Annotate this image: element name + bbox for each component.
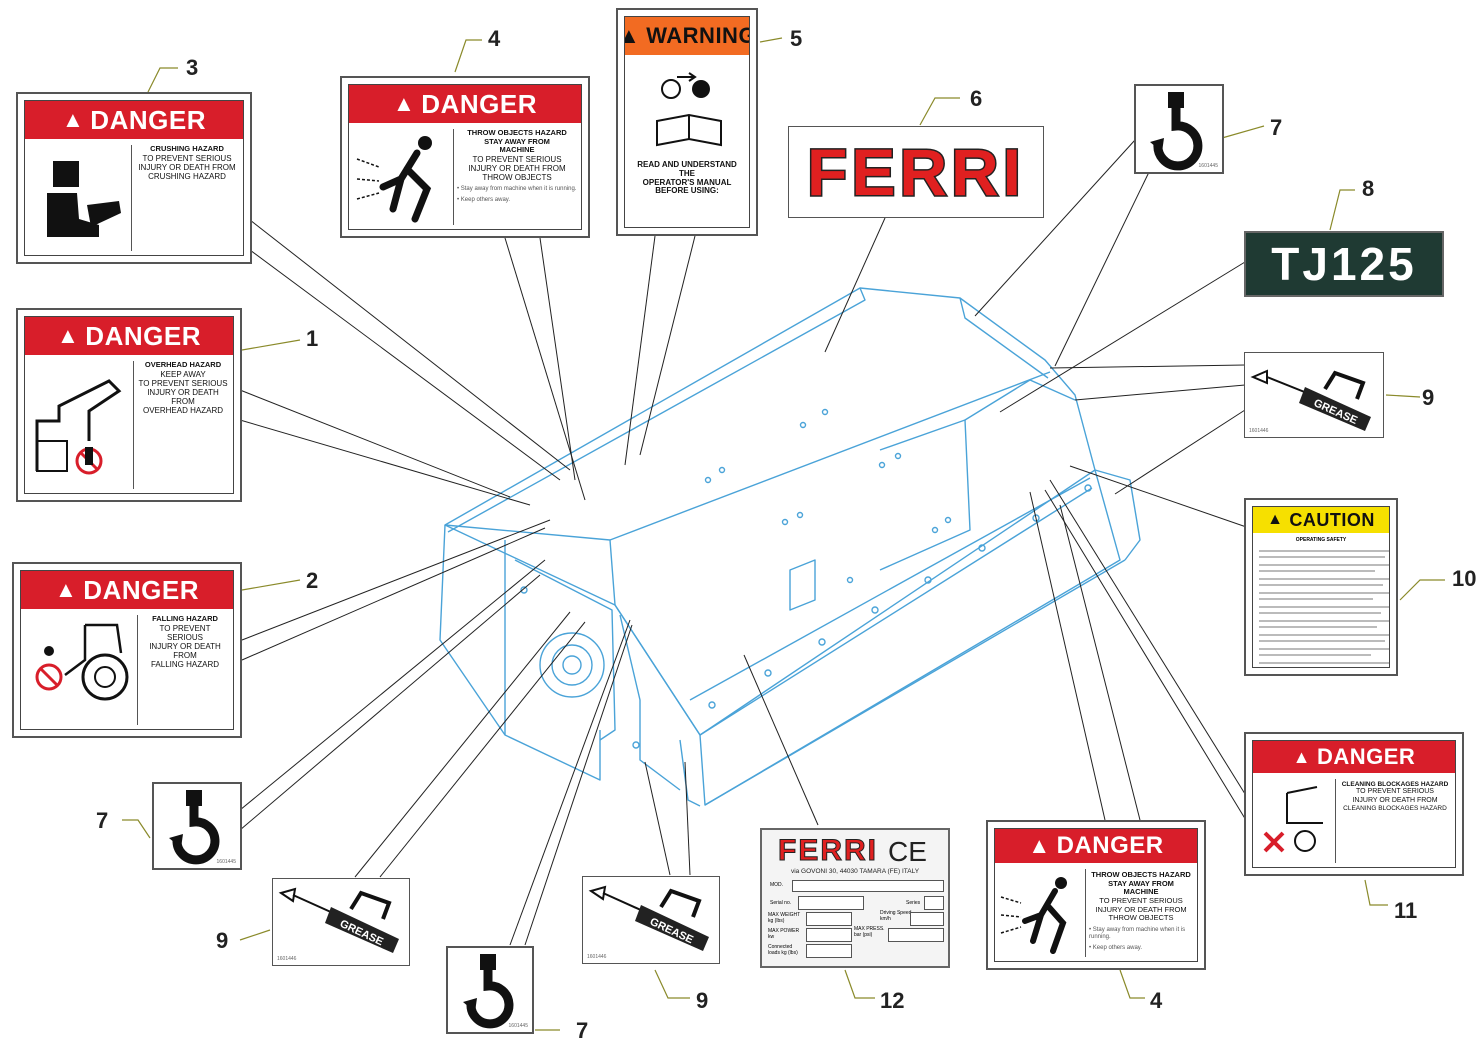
brand-text: FERRI — [807, 135, 1025, 209]
decal-model-tj125: TJ125 — [1244, 231, 1444, 297]
warning-triangle-icon: ▲ — [57, 323, 80, 348]
callout-7-top: 7 — [1270, 115, 1283, 140]
running-person-icon — [1000, 877, 1067, 954]
decal-lifting-hook-top: 1601445 — [1134, 84, 1224, 174]
cleaning-pictogram — [1257, 779, 1336, 863]
thrown-objects-pictogram — [353, 129, 454, 225]
callout-ticks — [122, 37, 1445, 1031]
callout-6: 6 — [970, 86, 983, 111]
plate-field-weight — [806, 912, 852, 926]
mulcher-body — [439, 287, 1141, 807]
callout-5: 5 — [790, 26, 803, 51]
decal-crushing-hazard: ▲DANGER CRUSHING HAZARD TO PREVENT SERIO… — [16, 92, 252, 264]
lifting-hook-icon — [169, 790, 220, 865]
plate-field-speed — [910, 912, 944, 926]
callout-7-left: 7 — [96, 808, 109, 833]
danger-header: ▲DANGER — [995, 829, 1197, 863]
warning-triangle-icon: ▲ — [1267, 511, 1284, 528]
crushing-foot-icon — [47, 161, 121, 237]
decal-overhead-hazard: ▲DANGER OVERHEAD HAZARD KEEP AWAY TO PRE… — [16, 308, 242, 502]
rotor-hand-icon — [1263, 786, 1323, 853]
warning-triangle-icon: ▲ — [55, 577, 78, 602]
decal-lifting-hook-left: 1601445 — [152, 782, 242, 870]
grease-gun-icon: GREASE — [588, 885, 709, 951]
warning-triangle-icon: ▲ — [393, 91, 416, 116]
decal-thrown-objects-bottom: ▲DANGER THROW OBJECTS HAZARD STAY AWAY F… — [986, 820, 1206, 970]
danger-header: ▲DANGER — [21, 571, 233, 609]
callout-9-left: 9 — [216, 928, 229, 953]
plate-field-mod — [792, 880, 944, 892]
plate-field-power — [806, 928, 852, 942]
callout-4-top: 4 — [488, 26, 501, 51]
plate-field-serial — [798, 896, 864, 910]
decal-grease-bottom: GREASE 1601446 — [582, 876, 720, 964]
decal-falling-hazard: ▲DANGER FALLING HAZARD TO PREVENT SERIOU… — [12, 562, 242, 738]
ferri-logo-icon: FERRI — [806, 134, 1025, 211]
key-and-manual-icon — [656, 72, 722, 147]
plate-field-pressure — [888, 928, 944, 942]
lifting-hook-icon — [1150, 92, 1203, 171]
callout-2: 2 — [306, 568, 319, 593]
falling-pictogram — [25, 615, 138, 725]
danger-header: ▲DANGER — [25, 317, 233, 355]
danger-header: ▲DANGER — [349, 85, 581, 123]
decal-grease-left: GREASE 1601446 — [272, 878, 410, 966]
decal-serial-plate: FERRI CE via GOVONI 30, 44030 TAMARA (FE… — [760, 828, 950, 968]
leader-lines — [239, 139, 1256, 946]
plate-brand: FERRI — [778, 834, 878, 868]
danger-header: ▲DANGER — [25, 101, 243, 139]
lifting-hook-icon — [463, 954, 514, 1029]
decal-thrown-objects-top: ▲DANGER THROW OBJECTS HAZARD STAY AWAY F… — [340, 76, 590, 238]
grease-gun-icon: GREASE — [1250, 369, 1371, 431]
decal-lifting-hook-bottom: 1601445 — [446, 946, 534, 1034]
decal-grease-right: GREASE 1601446 — [1244, 352, 1384, 438]
callout-8: 8 — [1362, 176, 1375, 201]
callout-4-bottom: 4 — [1150, 988, 1163, 1013]
tractor-icon — [35, 623, 129, 701]
overhead-pictogram — [29, 361, 134, 489]
callout-1: 1 — [306, 326, 319, 351]
callout-9-bottom: 9 — [696, 988, 709, 1013]
thrown-objects-pictogram — [999, 869, 1086, 957]
plate-field-loads — [806, 944, 852, 958]
plate-address: via GOVONI 30, 44030 TAMARA (FE) ITALY — [790, 868, 920, 875]
callout-9-right: 9 — [1422, 385, 1435, 410]
decal-ferri-logo: FERRI — [788, 126, 1044, 218]
decal-caution-operating: ▲CAUTION OPERATING SAFETY — [1244, 498, 1398, 676]
decal-cleaning-blockages: ▲DANGER CLEANING BLOCKAGES HAZARD TO PRE… — [1244, 732, 1464, 876]
warning-triangle-icon: ▲ — [62, 107, 85, 132]
callout-3: 3 — [186, 55, 199, 80]
callout-11: 11 — [1394, 898, 1418, 923]
loader-arm-icon — [35, 379, 122, 475]
warning-triangle-icon: ▲ — [1292, 746, 1311, 767]
danger-header: ▲DANGER — [1253, 741, 1455, 773]
callout-7-bottom: 7 — [576, 1018, 589, 1043]
grease-gun-icon: GREASE — [278, 887, 399, 953]
crushing-pictogram — [29, 145, 132, 251]
warning-triangle-icon: ▲ — [1028, 833, 1051, 858]
warning-triangle-icon: ▲ — [625, 23, 640, 49]
caution-text-lines — [1259, 550, 1389, 664]
callout-12: 12 — [880, 988, 905, 1013]
caution-header: ▲CAUTION — [1253, 507, 1389, 533]
callout-10: 10 — [1452, 566, 1477, 591]
running-person-icon — [356, 136, 432, 223]
decal-warning-manual: ▲WARNING READ AND UNDERSTAND THE OPERATO… — [616, 8, 758, 236]
model-text: TJ125 — [1271, 238, 1417, 290]
plate-field-series — [924, 896, 944, 910]
warning-header: ▲WARNING — [625, 17, 749, 55]
ce-mark-icon: CE — [888, 836, 927, 867]
